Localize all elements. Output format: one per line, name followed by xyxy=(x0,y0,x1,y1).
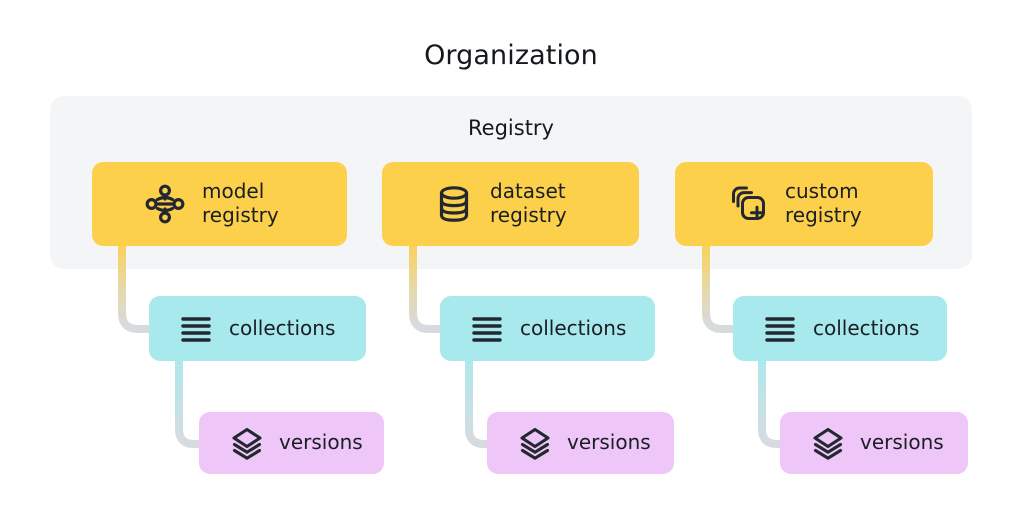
registry-card-label: custom registry xyxy=(785,179,862,227)
versions-card-0[interactable]: versions xyxy=(199,412,384,474)
list-lines-icon xyxy=(470,312,504,346)
versions-card-label: versions xyxy=(567,430,651,455)
stacked-squares-plus-icon xyxy=(727,183,769,225)
layers-stack-icon xyxy=(810,425,846,461)
collections-card-0[interactable]: collections xyxy=(149,296,366,361)
model-graph-icon xyxy=(144,183,186,225)
versions-card-1[interactable]: versions xyxy=(487,412,674,474)
versions-card-2[interactable]: versions xyxy=(780,412,968,474)
list-lines-icon xyxy=(763,312,797,346)
layers-stack-icon xyxy=(517,425,553,461)
collections-card-label: collections xyxy=(813,315,920,340)
versions-card-label: versions xyxy=(860,430,944,455)
collections-card-2[interactable]: collections xyxy=(733,296,947,361)
database-cylinder-icon xyxy=(434,183,474,225)
list-lines-icon xyxy=(179,312,213,346)
registry-card-label: dataset registry xyxy=(490,179,567,227)
collections-card-label: collections xyxy=(229,315,336,340)
registry-card-model[interactable]: model registry xyxy=(92,162,347,246)
registry-card-dataset[interactable]: dataset registry xyxy=(382,162,639,246)
page-title: Organization xyxy=(424,40,598,71)
registry-panel-label: Registry xyxy=(468,116,554,140)
collections-card-label: collections xyxy=(520,315,627,340)
layers-stack-icon xyxy=(229,425,265,461)
versions-card-label: versions xyxy=(279,430,363,455)
collections-card-1[interactable]: collections xyxy=(440,296,655,361)
registry-card-custom[interactable]: custom registry xyxy=(675,162,933,246)
registry-card-label: model registry xyxy=(202,179,279,227)
